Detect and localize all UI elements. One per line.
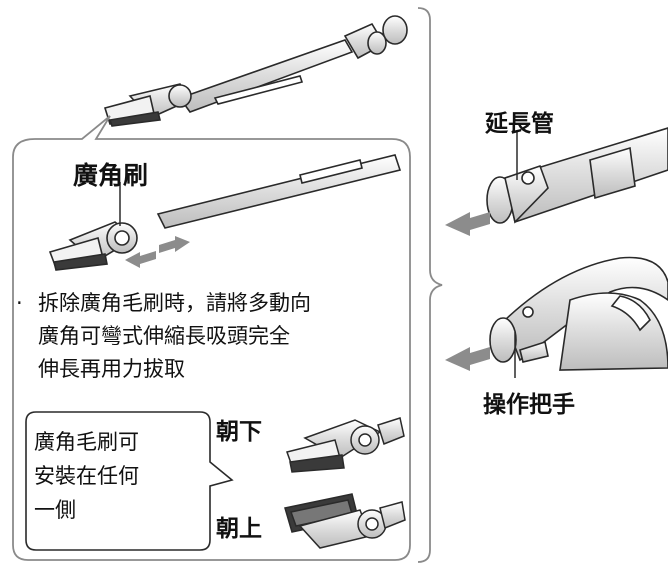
note-line: 拆除廣角毛刷時，請將多動向 <box>38 291 311 315</box>
insert-arrow-top <box>445 212 490 236</box>
wide-brush-drawing <box>48 154 402 271</box>
group-bracket <box>417 7 443 563</box>
callout-text: 廣角毛刷可 安裝在任何 一側 <box>34 425 174 527</box>
callout-line: 廣角毛刷可 <box>34 430 139 454</box>
operating-handle-label: 操作把手 <box>483 392 575 418</box>
handle-drawing <box>489 256 668 371</box>
insert-arrow-bottom <box>445 347 490 371</box>
extension-tube-label: 延長管 <box>485 111 554 137</box>
nozzle-assembly-top <box>103 15 408 127</box>
note-bullet: · <box>16 291 23 315</box>
callout-line: 一側 <box>34 498 76 522</box>
removal-note: · 拆除廣角毛刷時，請將多動向 廣角可彎式伸縮長吸頭完全 伸長再用力拔取 <box>16 287 418 386</box>
face-down-label: 朝下 <box>216 419 262 445</box>
brush-face-up <box>284 493 406 549</box>
note-line: 伸長再用力拔取 <box>38 357 185 381</box>
note-line: 廣角可彎式伸縮長吸頭完全 <box>38 324 290 348</box>
extension-tube-drawing <box>486 127 668 224</box>
callout-line: 安裝在任何 <box>34 464 139 488</box>
callout-bubble <box>25 411 234 551</box>
face-up-label: 朝上 <box>216 516 262 542</box>
wide-brush-label: 廣角刷 <box>73 161 149 190</box>
pull-arrows <box>125 236 190 268</box>
brush-face-down <box>286 417 405 473</box>
